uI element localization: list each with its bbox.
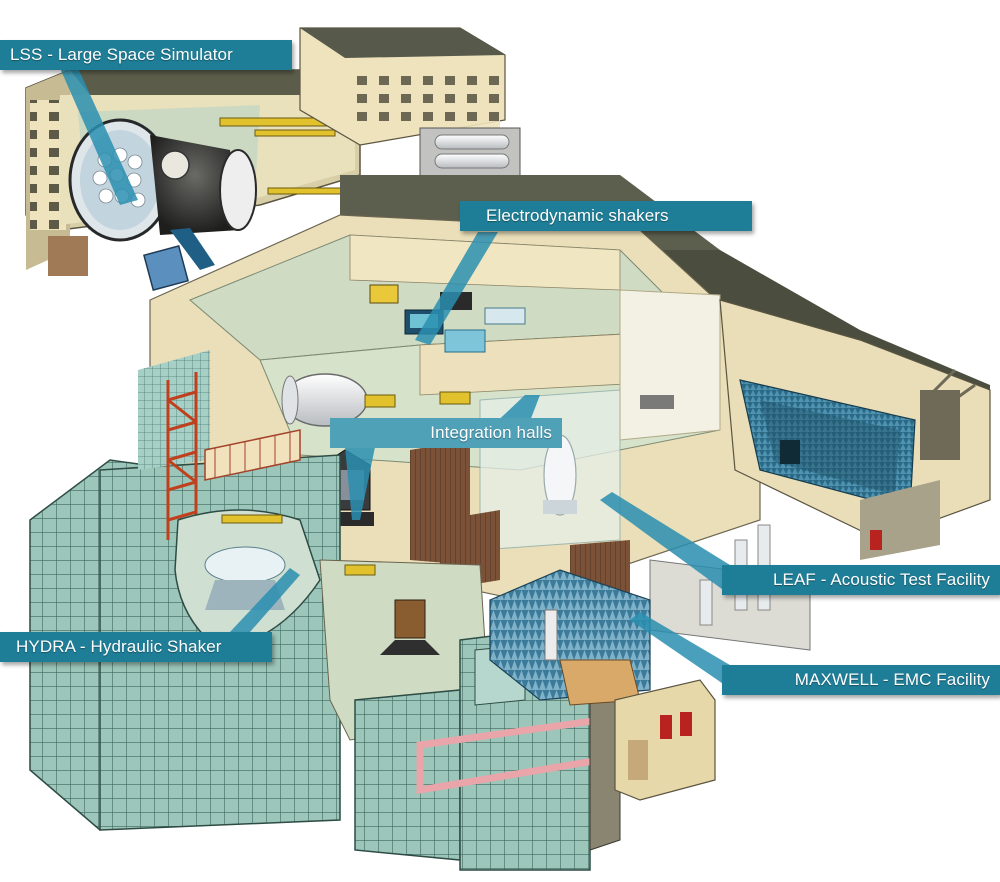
leader-lines xyxy=(60,68,735,692)
leader-lss xyxy=(60,68,138,205)
callout-electrodynamic-shakers: Electrodynamic shakers xyxy=(460,201,752,231)
gas-tanks xyxy=(419,127,521,181)
callout-hydra: HYDRA - Hydraulic Shaker xyxy=(0,632,272,662)
callout-integration-label: Integration halls xyxy=(430,423,552,442)
annex-building xyxy=(299,27,521,181)
right-annex xyxy=(614,679,716,801)
callout-maxwell: MAXWELL - EMC Facility xyxy=(722,665,1000,695)
leader-hydra xyxy=(230,568,300,632)
callout-leaf: LEAF - Acoustic Test Facility xyxy=(722,565,1000,595)
leader-leaf xyxy=(600,492,730,595)
leaf-wing xyxy=(719,299,991,560)
callout-maxwell-label: MAXWELL - EMC Facility xyxy=(794,670,990,689)
leader-integration xyxy=(345,447,375,520)
callout-leaf-label: LEAF - Acoustic Test Facility xyxy=(772,570,990,589)
leader-shakers xyxy=(415,232,498,345)
callout-hydra-label: HYDRA - Hydraulic Shaker xyxy=(16,637,222,656)
leader-maxwell xyxy=(630,612,735,692)
front-tower xyxy=(354,629,621,871)
callout-lss-label: LSS - Large Space Simulator xyxy=(10,45,233,64)
callout-lss: LSS - Large Space Simulator xyxy=(0,40,292,70)
callout-shakers-label: Electrodynamic shakers xyxy=(486,206,669,225)
callout-integration-halls: Integration halls xyxy=(330,418,562,448)
maxwell-chamber xyxy=(489,569,651,706)
